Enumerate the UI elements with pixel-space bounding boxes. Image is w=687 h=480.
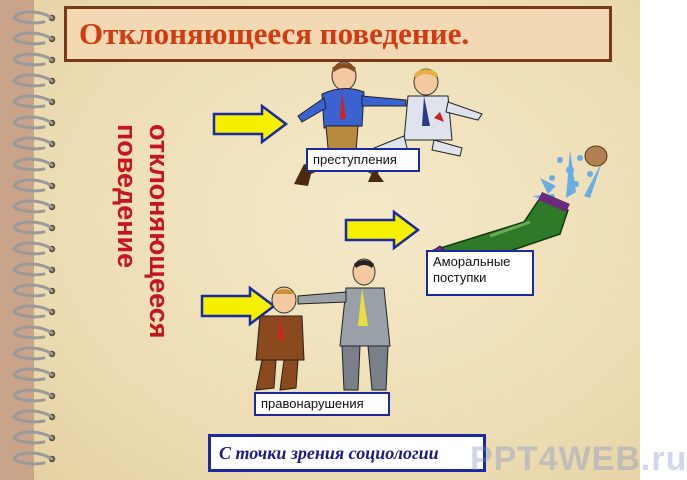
ring-wire [12, 115, 54, 130]
ring-wire [12, 220, 54, 235]
label-offenses-text: правонарушения [261, 396, 364, 411]
ring-wire [12, 199, 54, 214]
ring-wire [12, 325, 54, 340]
vertical-heading-line1: отклоняющееся [144, 124, 174, 339]
vertical-heading-line2: поведение [112, 124, 142, 268]
ring-wire [12, 262, 54, 277]
notebook-ring-binding [12, 10, 56, 466]
ring-wire [12, 73, 54, 88]
label-crimes: преступления [306, 148, 420, 172]
ring-wire [12, 367, 54, 382]
ring-wire [12, 283, 54, 298]
ring-wire [12, 241, 54, 256]
label-crimes-text: преступления [313, 152, 397, 167]
label-immoral: Аморальные поступки [426, 250, 534, 296]
label-offenses: правонарушения [254, 392, 390, 416]
ring-wire [12, 346, 54, 361]
vertical-heading: отклоняющееся поведение [112, 124, 174, 339]
ring-wire [12, 430, 54, 445]
ring-wire [12, 304, 54, 319]
label-immoral-text: Аморальные поступки [433, 254, 511, 285]
footer-box: С точки зрения социологии [208, 434, 486, 472]
ring-wire [12, 10, 54, 25]
yellow-arrow-icon [212, 103, 289, 145]
footer-text: С точки зрения социологии [219, 442, 439, 463]
scolding-boss-illustration [255, 258, 391, 391]
page-title: Отклоняющееся поведение. [79, 16, 470, 51]
ring-wire [12, 409, 54, 424]
ring-wire [12, 31, 54, 46]
ring-wire [12, 136, 54, 151]
title-box: Отклоняющееся поведение. [64, 6, 612, 62]
ring-wire [12, 94, 54, 109]
watermark: РРТ4WEB.ru [470, 440, 687, 478]
ring-wire [12, 178, 54, 193]
ring-wire [12, 451, 54, 466]
ring-wire [12, 157, 54, 172]
yellow-arrow-icon [200, 285, 277, 327]
ring-wire [12, 388, 54, 403]
ring-wire [12, 52, 54, 67]
yellow-arrow-icon [344, 209, 421, 251]
